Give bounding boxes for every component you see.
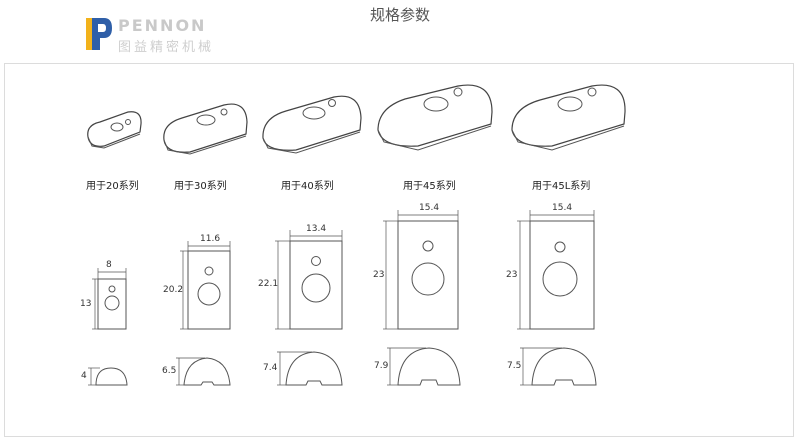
series-label-30: 用于30系列	[174, 181, 227, 192]
pennon-logo: PENNON 图益精密机械	[84, 16, 215, 55]
width-dim-30: 11.6	[200, 234, 221, 244]
front-view-20	[92, 268, 127, 330]
height-dim-40: 22.1	[258, 279, 279, 289]
logo-text: PENNON	[118, 16, 207, 35]
nut-3d-30	[163, 103, 248, 155]
profile-45l	[520, 347, 597, 386]
profile-dim-45: 7.9	[374, 361, 389, 371]
header: PENNON 图益精密机械 规格参数	[0, 0, 800, 60]
front-view-30	[180, 241, 231, 330]
series-label-45: 用于45系列	[403, 181, 456, 192]
nut-3d-20	[87, 111, 142, 149]
nut-3d-45	[377, 84, 493, 151]
profile-dim-30: 6.5	[162, 366, 177, 376]
profile-dim-20: 4	[81, 371, 87, 381]
pennon-logo-icon	[86, 18, 112, 50]
height-dim-30: 20.2	[163, 285, 184, 295]
height-dim-45l: 23	[506, 270, 518, 280]
profile-30	[176, 357, 231, 386]
height-dim-20: 13	[80, 299, 92, 309]
height-dim-45: 23	[373, 270, 385, 280]
front-view-45	[383, 210, 459, 330]
width-dim-40: 13.4	[306, 224, 327, 234]
front-view-40	[275, 230, 343, 330]
page-title: 规格参数	[369, 6, 430, 24]
front-view-45l	[517, 210, 595, 330]
logo-subtext: 图益精密机械	[118, 40, 215, 55]
series-label-40: 用于40系列	[281, 181, 334, 192]
series-label-20: 用于20系列	[86, 181, 139, 192]
series-label-45l: 用于45L系列	[532, 181, 591, 192]
profile-40	[277, 351, 343, 386]
width-dim-45: 15.4	[419, 203, 440, 213]
profile-dim-45l: 7.5	[507, 361, 522, 371]
nut-3d-40	[262, 95, 362, 154]
width-dim-20: 8	[106, 260, 112, 270]
nut-3d-45l	[511, 84, 626, 151]
width-dim-45l: 15.4	[552, 203, 573, 213]
profile-dim-40: 7.4	[263, 363, 278, 373]
profile-45	[387, 347, 461, 386]
spec-panel	[4, 63, 794, 437]
profile-20	[88, 367, 128, 386]
